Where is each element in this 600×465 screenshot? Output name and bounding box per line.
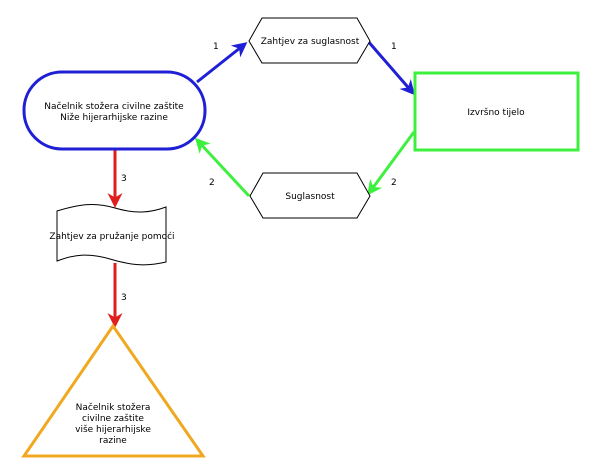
node-executive-body-label: Izvršno tijelo [467, 107, 525, 118]
edge-label-2-left: 2 [209, 178, 215, 188]
node-assistance-request: Zahtjev za pružanje pomoći [49, 203, 175, 266]
node-consent: Suglasnost [249, 172, 371, 219]
node-consent-request-label: Zahtjev za suglasnost [261, 37, 360, 47]
node-chief-higher-level-line4: razine [99, 436, 127, 446]
edge-label-3-bottom: 3 [121, 293, 127, 303]
node-consent-label: Suglasnost [285, 192, 335, 202]
edge-label-2-right: 2 [391, 178, 397, 188]
edge-blue-to-executive [365, 39, 415, 96]
node-executive-body: Izvršno tijelo [413, 71, 580, 152]
node-chief-lower-level-line1: Načelnik stožera civilne zaštite [44, 101, 184, 112]
node-chief-higher-level-line2: civilne zaštite [82, 413, 144, 424]
node-chief-higher-level: Načelnik stožera civilne zaštite više hi… [21, 323, 206, 458]
node-chief-higher-level-line3: više hijerarhijske [75, 424, 151, 435]
edge-label-3-top: 3 [121, 174, 127, 184]
node-chief-lower-level-line2: Niže hijerarhijske razine [60, 113, 168, 123]
node-assistance-request-label: Zahtjev za pružanje pomoći [49, 231, 174, 242]
edge-label-1-right: 1 [391, 42, 397, 52]
edge-green-to-consent [367, 131, 416, 196]
node-consent-request: Zahtjev za suglasnost [248, 17, 371, 64]
node-chief-lower-level: Načelnik stožera civilne zaštite Niže hi… [22, 70, 207, 151]
edge-green-to-chief [194, 137, 251, 198]
edge-blue-to-request [196, 42, 248, 84]
node-chief-higher-level-line1: Načelnik stožera [76, 402, 151, 413]
edge-label-1-left: 1 [213, 42, 219, 52]
